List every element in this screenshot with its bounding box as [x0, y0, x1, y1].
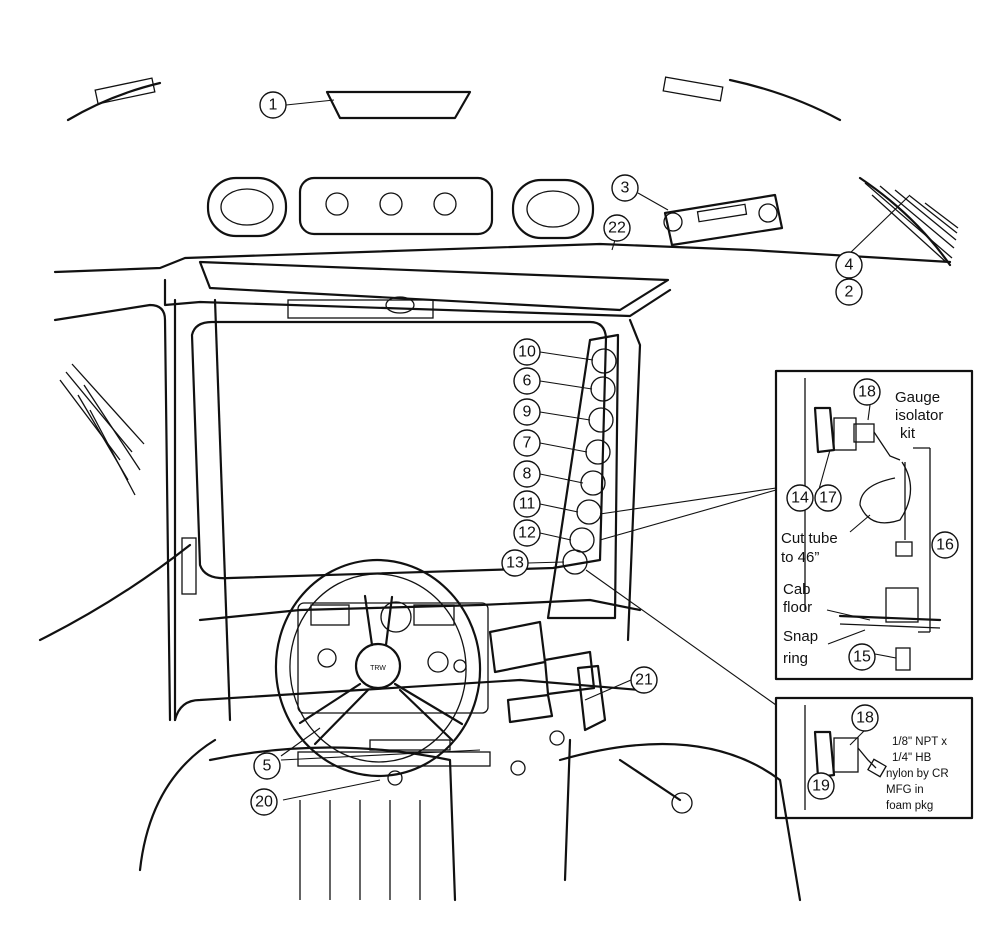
svg-text:9: 9 [523, 404, 532, 421]
callout-4: 4 [835, 251, 863, 279]
svg-text:21: 21 [635, 672, 653, 689]
cab-structure [38, 242, 952, 902]
svg-text:ring: ring [783, 650, 808, 667]
svg-text:1/4" HB: 1/4" HB [892, 752, 932, 764]
svg-text:Cut tube: Cut tube [781, 530, 838, 547]
svg-text:17: 17 [819, 490, 837, 507]
callout-18-top: 18 [853, 378, 881, 406]
snap-ring-label: Snap ring [783, 628, 818, 667]
callout-14: 14 [786, 484, 814, 512]
steering-wheel: TRW [274, 558, 491, 786]
a-pillar-right [858, 176, 959, 267]
svg-text:Gauge: Gauge [895, 389, 940, 406]
svg-text:3: 3 [621, 180, 630, 197]
svg-text:16: 16 [936, 537, 954, 554]
inset-fitting: 1/8" NPT x 1/4" HB nylon by CR MFG in fo… [774, 696, 974, 820]
svg-text:8: 8 [523, 466, 532, 483]
upper-windshield [66, 76, 842, 122]
callout-6: 6 [513, 367, 541, 395]
callout-5: 5 [253, 752, 281, 780]
callout-18-bottom: 18 [851, 704, 879, 732]
svg-text:13: 13 [506, 555, 524, 572]
svg-text:Cab: Cab [783, 581, 811, 598]
svg-text:Snap: Snap [783, 628, 818, 645]
cab-floor-label: Cab floor [783, 581, 812, 616]
svg-text:kit: kit [900, 425, 916, 442]
radio [663, 193, 784, 247]
svg-text:10: 10 [518, 344, 536, 361]
fitting-note: 1/8" NPT x 1/4" HB nylon by CR MFG in fo… [886, 736, 949, 812]
svg-text:isolator: isolator [895, 407, 943, 424]
svg-text:foam pkg: foam pkg [886, 800, 933, 812]
svg-text:7: 7 [523, 435, 532, 452]
callout-9: 9 [513, 398, 541, 426]
svg-text:nylon by CR: nylon by CR [886, 768, 949, 780]
svg-text:floor: floor [783, 599, 812, 616]
svg-text:15: 15 [853, 649, 871, 666]
callout-1: 1 [259, 91, 287, 119]
callout-2: 2 [835, 278, 863, 306]
callout-10: 10 [513, 338, 541, 366]
svg-text:MFG in: MFG in [886, 784, 924, 796]
svg-text:to 46”: to 46” [781, 549, 819, 566]
svg-text:2: 2 [845, 284, 854, 301]
callout-7: 7 [513, 429, 541, 457]
leader-lines [280, 99, 911, 801]
svg-text:22: 22 [608, 220, 626, 237]
callout-21: 21 [630, 666, 658, 694]
svg-text:5: 5 [263, 758, 272, 775]
svg-text:18: 18 [858, 384, 876, 401]
callout-13: 13 [501, 549, 529, 577]
callout-3: 3 [611, 174, 639, 202]
callout-22: 22 [603, 214, 631, 242]
svg-text:1/8" NPT x: 1/8" NPT x [892, 736, 947, 748]
svg-text:18: 18 [856, 710, 874, 727]
callout-17: 17 [814, 484, 842, 512]
inset-gauge-isolator: Gauge isolator kit Cut tube to 46” Cab f… [774, 369, 974, 681]
svg-text:12: 12 [518, 525, 536, 542]
callout-11: 11 [513, 490, 541, 518]
svg-text:4: 4 [845, 257, 854, 274]
svg-text:19: 19 [812, 778, 830, 795]
svg-text:6: 6 [523, 373, 532, 390]
callout-8: 8 [513, 460, 541, 488]
svg-text:1: 1 [269, 97, 278, 114]
svg-text:20: 20 [255, 794, 273, 811]
cut-tube-label: Cut tube to 46” [781, 530, 838, 566]
overhead-console [206, 176, 595, 240]
steering-logo: TRW [370, 665, 386, 672]
callout-20: 20 [250, 788, 278, 816]
svg-text:14: 14 [791, 490, 809, 507]
svg-text:11: 11 [519, 496, 536, 513]
callout-19: 19 [807, 772, 835, 800]
callout-16: 16 [931, 531, 959, 559]
gauge-kit-label: Gauge isolator kit [895, 389, 943, 442]
callout-15: 15 [848, 643, 876, 671]
callout-12: 12 [513, 519, 541, 547]
